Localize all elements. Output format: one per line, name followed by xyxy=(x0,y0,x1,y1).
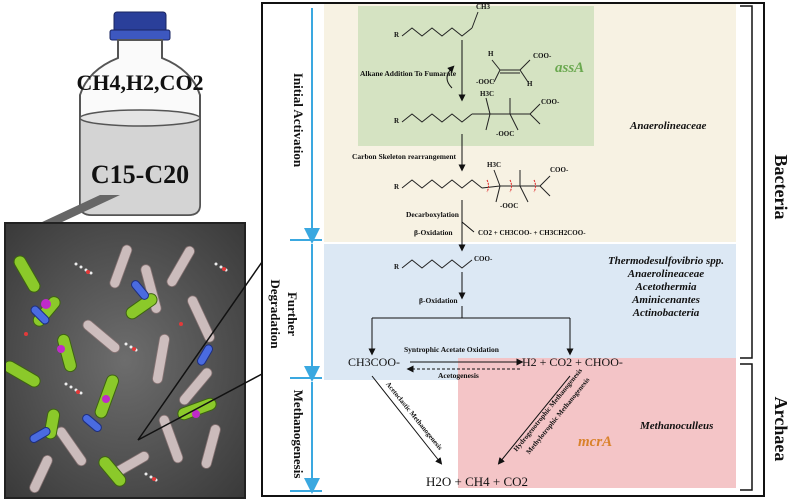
step-carbon-skeleton: Carbon Skeleton rearrangement xyxy=(352,152,457,161)
step-decarboxylation: Decarboxylation xyxy=(406,210,459,219)
acetate-label: CH3COO- xyxy=(348,355,401,369)
r-group-2: R xyxy=(394,117,400,125)
bottle-gases-label: CH4,H2,CO2 xyxy=(76,70,204,95)
final-products-label: H2O + CH4 + CO2 xyxy=(426,474,529,489)
step-syntrophic: Syntrophic Acetate Oxidation xyxy=(404,345,499,354)
step-acetogenesis: Acetogenesis xyxy=(438,371,479,380)
step-beta-oxidation-1: β-Oxidation xyxy=(414,228,453,237)
coo-label-4: COO- xyxy=(474,255,493,263)
organism-initial: Anaerolineaceae xyxy=(630,120,707,132)
methanogenesis-panel xyxy=(458,358,736,488)
culture-bottle xyxy=(70,0,210,220)
r-group-3: R xyxy=(394,183,400,191)
decarb-products: CO2 + CH3COO- + CH3CH2COO- xyxy=(478,229,586,237)
fumarate-h2: H xyxy=(527,80,533,88)
fumarate-h1: H xyxy=(488,50,494,58)
organism-thermodesulfovibrio: Thermodesulfovibrio spp. xyxy=(607,255,725,267)
assA-highlight xyxy=(358,6,594,146)
gene-assA: assA xyxy=(555,60,585,76)
step-beta-oxidation-2: β-Oxidation xyxy=(419,296,458,305)
r-group-1: R xyxy=(394,31,400,39)
coo-label-3: COO- xyxy=(550,166,569,174)
organism-aminicenantes: Aminicenantes xyxy=(632,294,700,306)
r-group-4: R xyxy=(394,263,400,271)
further-degradation-panel xyxy=(324,244,736,380)
organism-acetothermia: Acetothermia xyxy=(635,281,697,293)
ooc-label-2: -OOC xyxy=(496,130,515,138)
microbial-community-micrograph xyxy=(4,222,246,499)
pathway-frame xyxy=(261,2,765,497)
step-alkane-addition: Alkane Addition To Fumarate xyxy=(360,69,457,78)
ch3-label: CH3 xyxy=(476,3,490,11)
micrograph-image xyxy=(6,224,244,497)
fumarate-ooc: -OOC xyxy=(476,78,495,86)
bottle-substrate-label: C15-C20 xyxy=(90,160,190,189)
coo-label-2a: COO- xyxy=(541,98,560,106)
organism-methanoculleus: Methanoculleus xyxy=(640,420,714,432)
zoom-funnel xyxy=(40,195,120,223)
h3c-label-3: H3C xyxy=(487,161,501,169)
gene-mcrA: mcrA xyxy=(578,434,613,450)
bottle-graphic xyxy=(79,11,201,216)
domain-brackets xyxy=(740,5,753,491)
h2-co2-formate-label: H2 + CO2 + CHOO- xyxy=(522,355,623,369)
fumarate-coo: COO- xyxy=(533,52,552,60)
ooc-label-3: -OOC xyxy=(500,202,519,210)
h3c-label-2: H3C xyxy=(480,90,494,98)
stage-arrows xyxy=(290,8,322,494)
organism-actinobacteria: Actinobacteria xyxy=(632,307,700,319)
organism-anaerolineaceae: Anaerolineaceae xyxy=(627,268,705,280)
organisms-further-list: Thermodesulfovibrio spp. Anaerolineaceae… xyxy=(604,255,728,320)
